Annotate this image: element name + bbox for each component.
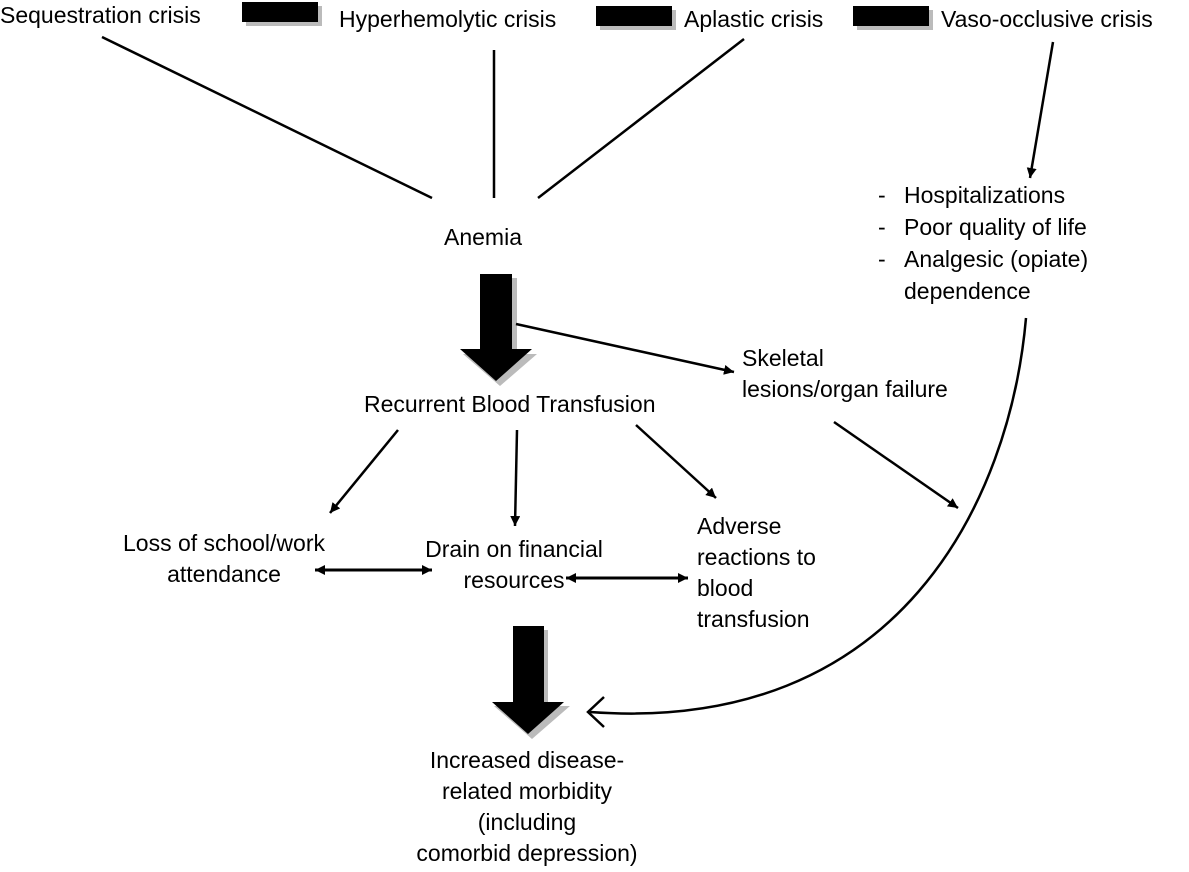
- list-bullet: -: [878, 214, 886, 240]
- arrow-vaso-to-list: [1026, 41, 1055, 179]
- node-skeletal-lesions: Skeletal lesions/organ failure: [742, 343, 948, 405]
- line-sequestration-anemia: [101, 35, 433, 200]
- line-aplastic-anemia: [537, 38, 745, 199]
- list-bullet: -: [878, 246, 886, 272]
- node-adverse-line-1: Adverse: [697, 513, 782, 539]
- curve-arrowhead-icon: [586, 696, 605, 728]
- list-item: - Analgesic (opiate): [878, 243, 1088, 275]
- crisis-bar-3: [853, 6, 933, 30]
- node-adverse-reactions: Adverse reactions to blood transfusion: [697, 511, 816, 635]
- label-sequestration-crisis: Sequestration crisis: [0, 2, 201, 28]
- node-morbidity-line-1: Increased disease-: [429, 747, 625, 773]
- node-morbidity-line-4: comorbid depression): [416, 840, 638, 866]
- node-morbidity-line-3: (including: [477, 809, 577, 835]
- list-bullet: -: [878, 182, 886, 208]
- arrow-transfusion-loss: [329, 429, 399, 514]
- label-hyperhemolytic-crisis: Hyperhemolytic crisis: [339, 6, 557, 32]
- node-skeletal-line-1: Skeletal: [742, 345, 824, 371]
- list-item-analgesic: Analgesic (opiate): [904, 246, 1089, 272]
- arrow-anemia-skeletal: [515, 322, 735, 375]
- block-arrow-drain-morbidity: [492, 626, 570, 739]
- list-item-continuation: dependence: [904, 278, 1031, 304]
- node-recurrent-blood-transfusion: Recurrent Blood Transfusion: [364, 391, 656, 417]
- label-aplastic-crisis: Aplastic crisis: [684, 6, 824, 32]
- arrow-transfusion-adverse: [635, 424, 717, 499]
- list-item-hospitalizations: Hospitalizations: [904, 182, 1066, 208]
- node-loss-line-1: Loss of school/work: [123, 530, 325, 556]
- node-anemia: Anemia: [444, 224, 522, 250]
- node-loss-attendance: Loss of school/work attendance: [104, 528, 344, 590]
- block-arrow-anemia-transfusion: [460, 274, 537, 386]
- label-vaso-occlusive-crisis: Vaso-occlusive crisis: [941, 6, 1153, 32]
- node-drain-line-1: Drain on financial: [425, 536, 603, 562]
- arrow-skeletal-morbidity: [833, 420, 959, 510]
- node-increased-morbidity: Increased disease- related morbidity (in…: [396, 745, 658, 869]
- node-skeletal-line-2: lesions/organ failure: [742, 376, 948, 402]
- arrow-transfusion-drain: [510, 429, 521, 527]
- list-item: - Hospitalizations: [878, 179, 1088, 211]
- curve-vaso-to-morbidity: [589, 317, 1028, 715]
- node-adverse-line-3: blood: [697, 575, 754, 601]
- node-drain-line-2: resources: [463, 567, 565, 593]
- node-adverse-line-2: reactions to: [697, 544, 816, 570]
- node-drain-financial: Drain on financial resources: [404, 534, 624, 596]
- list-item: - Poor quality of life: [878, 211, 1088, 243]
- node-adverse-line-4: transfusion: [697, 606, 810, 632]
- node-morbidity-line-2: related morbidity: [441, 778, 613, 804]
- list-item-poor-quality: Poor quality of life: [904, 214, 1087, 240]
- node-loss-line-2: attendance: [167, 561, 281, 587]
- vaso-consequences-list: - Hospitalizations - Poor quality of lif…: [878, 179, 1088, 307]
- crisis-bar-2: [596, 6, 676, 30]
- crisis-bar-1: [242, 2, 322, 26]
